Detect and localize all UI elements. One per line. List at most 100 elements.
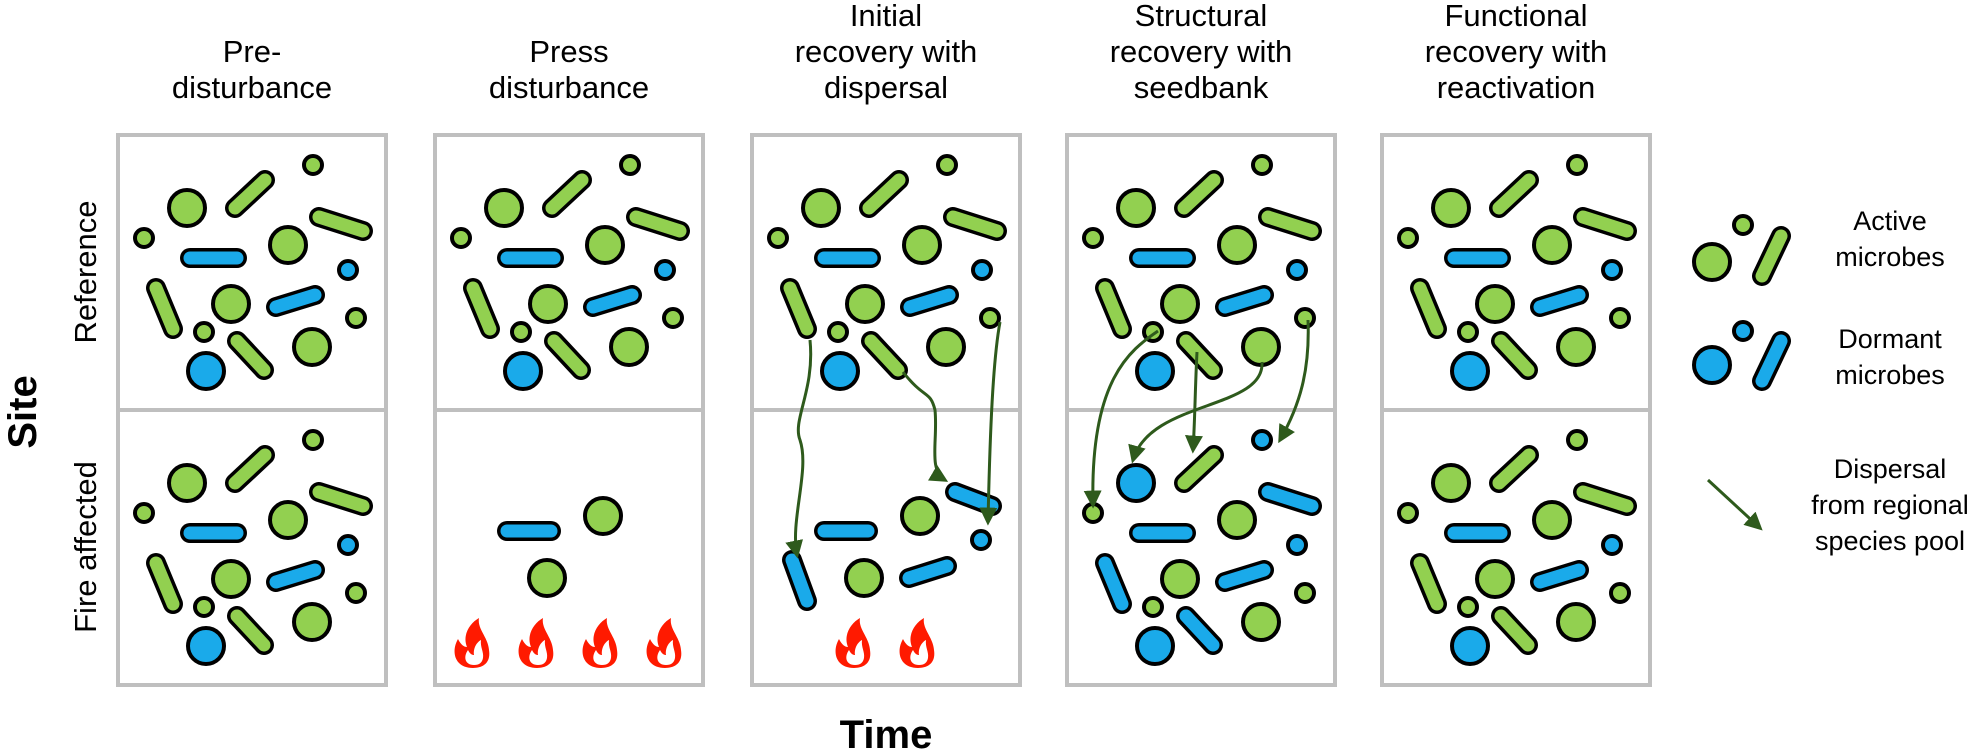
legend-active-line-1: microbes bbox=[1835, 242, 1945, 272]
panel-frame bbox=[750, 408, 1022, 687]
dormant-rod-10 bbox=[1530, 560, 1589, 592]
panel-frame bbox=[433, 408, 705, 687]
active-rod-13 bbox=[1491, 606, 1538, 655]
active-rod-13 bbox=[227, 331, 274, 380]
active-coccus-2 bbox=[302, 429, 324, 451]
active-coccus-2 bbox=[1566, 154, 1588, 176]
legend-active-line-0: Active bbox=[1853, 206, 1927, 236]
column-header-2-line-1: recovery with bbox=[795, 34, 978, 69]
dormant-coccus-15 bbox=[503, 351, 543, 391]
active-rod-13 bbox=[1491, 331, 1538, 380]
column-header-1-line-1: disturbance bbox=[489, 70, 649, 105]
active-rod-6 bbox=[309, 482, 373, 516]
active-coccus-12 bbox=[1457, 596, 1479, 618]
dormant-coccus-3 bbox=[970, 529, 992, 551]
active-coccus-14 bbox=[292, 602, 332, 642]
active-coccus-1 bbox=[900, 496, 940, 536]
active-coccus-14 bbox=[1241, 327, 1281, 367]
dormant-rod-6 bbox=[899, 556, 957, 588]
fire-icon bbox=[454, 618, 490, 668]
panel-frame bbox=[1065, 408, 1337, 687]
active-coccus-11 bbox=[1609, 582, 1631, 604]
dormant-coccus-7 bbox=[1601, 259, 1623, 281]
active-coccus-12 bbox=[827, 321, 849, 343]
active-coccus-3 bbox=[1082, 227, 1104, 249]
active-coccus-11 bbox=[662, 307, 684, 329]
column-header-1-line-0: Press bbox=[529, 34, 608, 69]
dispersal-arrow-3 bbox=[1083, 329, 1159, 509]
active-rod-8 bbox=[1095, 278, 1132, 339]
active-coccus-5 bbox=[268, 225, 308, 265]
panel-3-0 bbox=[1065, 133, 1337, 412]
dispersal-arrow-0 bbox=[785, 339, 813, 559]
dormant-rod-10 bbox=[266, 285, 325, 317]
active-rod-8 bbox=[146, 553, 183, 614]
row-label-1: Fire affected bbox=[68, 461, 103, 633]
dormant-coccus-7 bbox=[971, 259, 993, 281]
dormant-rod-8 bbox=[1095, 553, 1132, 614]
active-rod-1 bbox=[225, 445, 275, 493]
dormant-rod-10 bbox=[900, 285, 959, 317]
active-coccus-12 bbox=[193, 321, 215, 343]
dispersal-arrow-2 bbox=[979, 321, 1002, 526]
fire-icon bbox=[899, 618, 935, 668]
active-coccus-11 bbox=[345, 582, 367, 604]
active-coccus-2 bbox=[1251, 154, 1273, 176]
active-rod-13 bbox=[1176, 331, 1223, 380]
column-header-3-line-0: Structural bbox=[1135, 0, 1268, 33]
active-coccus-0 bbox=[1116, 188, 1156, 228]
dormant-coccus-7 bbox=[337, 534, 359, 556]
active-coccus-2 bbox=[302, 154, 324, 176]
active-coccus-9 bbox=[1475, 559, 1515, 599]
active-coccus-0 bbox=[1431, 188, 1471, 228]
active-rod-6 bbox=[309, 207, 373, 241]
active-coccus-5 bbox=[1532, 225, 1572, 265]
active-coccus-12 bbox=[193, 596, 215, 618]
x-axis-label: Time bbox=[840, 713, 933, 756]
active-rod-1 bbox=[542, 170, 592, 218]
active-coccus-5 bbox=[902, 225, 942, 265]
active-coccus-11 bbox=[1294, 582, 1316, 604]
dispersal-arrow-icon bbox=[1706, 478, 1763, 531]
legend-dispersal-line-2: species pool bbox=[1815, 526, 1965, 556]
active-rod-8 bbox=[780, 278, 817, 339]
column-header-3-line-2: seedbank bbox=[1134, 70, 1269, 105]
active-rod-1 bbox=[1489, 170, 1539, 218]
active-coccus-9 bbox=[528, 284, 568, 324]
active-coccus-3 bbox=[1082, 502, 1104, 524]
dispersal-arrow-5 bbox=[1128, 361, 1264, 464]
active-rod-1 bbox=[225, 170, 275, 218]
active-rod-8 bbox=[1410, 553, 1447, 614]
panel-0-1 bbox=[116, 408, 388, 687]
active-coccus-5 bbox=[585, 225, 625, 265]
active-rod-8 bbox=[146, 278, 183, 339]
active-rod-13 bbox=[227, 606, 274, 655]
column-header-4-line-0: Functional bbox=[1444, 0, 1587, 33]
active-coccus-9 bbox=[211, 559, 251, 599]
active-rod-1 bbox=[1489, 445, 1539, 493]
active-rod-1 bbox=[1174, 170, 1224, 218]
dormant-rod-0 bbox=[945, 482, 1002, 516]
active-coccus-12 bbox=[510, 321, 532, 343]
active-rod-6 bbox=[1573, 207, 1637, 241]
active-coccus-9 bbox=[1475, 284, 1515, 324]
dormant-coccus-15 bbox=[1450, 626, 1490, 666]
active-coccus-3 bbox=[1397, 502, 1419, 524]
panel-3-1 bbox=[1065, 408, 1337, 687]
active-coccus-3 bbox=[450, 227, 472, 249]
active-coccus-2 bbox=[527, 558, 567, 598]
active-coccus-0 bbox=[167, 188, 207, 228]
active-microbes-icon bbox=[1692, 214, 1791, 286]
active-coccus-11 bbox=[1609, 307, 1631, 329]
active-coccus-2 bbox=[1566, 429, 1588, 451]
column-header-4-line-1: recovery with bbox=[1425, 34, 1608, 69]
active-coccus-2 bbox=[936, 154, 958, 176]
dormant-rod-10 bbox=[1215, 285, 1274, 317]
column-header-0-line-0: Pre- bbox=[223, 34, 282, 69]
active-rod-6 bbox=[1258, 207, 1322, 241]
active-rod-1 bbox=[1174, 445, 1224, 493]
dispersal-arrow-6 bbox=[1278, 319, 1310, 444]
dormant-coccus-15 bbox=[1450, 351, 1490, 391]
fire-icon bbox=[646, 618, 682, 668]
active-coccus-9 bbox=[1160, 559, 1200, 599]
